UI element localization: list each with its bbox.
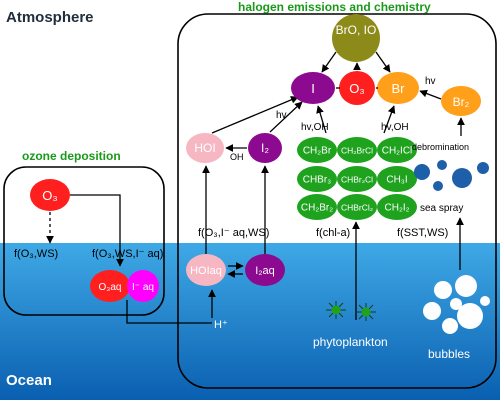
f-sst-ws-label: f(SST,WS) (397, 227, 448, 239)
hoi-to-i-arrow (211, 96, 299, 134)
sea-spray-droplet (433, 181, 443, 191)
br-node (377, 72, 419, 104)
halocarbon-label: CH₂I₂ (385, 203, 410, 214)
halocarbon-node (377, 137, 417, 163)
bro-io-node (332, 14, 380, 62)
i-label: I (311, 81, 315, 96)
halocarbon-to-br-arrow (383, 105, 396, 134)
bubbles-label: bubbles (428, 347, 470, 361)
o3-aq-node (90, 270, 130, 302)
sea-spray-label: sea spray (420, 203, 463, 214)
sea-spray-droplet (437, 160, 447, 170)
halocarbon-node (337, 194, 377, 220)
bubble (457, 303, 483, 329)
hv-label-bromine: hv (425, 76, 436, 87)
halocarbon-node (337, 166, 377, 192)
bubble (423, 302, 441, 320)
i2-node (248, 133, 282, 163)
halocarbon-node (377, 194, 417, 220)
atmosphere-label: Atmosphere (6, 9, 94, 26)
f-o3-ws-label: f(O₃,WS) (14, 248, 58, 260)
halocarbon-label: CH₂Br₂ (301, 203, 333, 214)
halocarbon-label: CHBrCl₂ (341, 203, 373, 213)
halocarbon-node (337, 137, 377, 163)
oh-label: OH (230, 152, 244, 162)
i-aq-label: I⁻ aq (132, 282, 154, 293)
i2-to-i-arrow (269, 101, 303, 133)
bubble (455, 275, 477, 297)
hoi-label: HOI (194, 141, 215, 155)
halocarbon-node (297, 166, 337, 192)
halocarbon-label: CH₂BrCl (341, 146, 373, 156)
reaction-to-hplus-line (126, 300, 212, 324)
halocarbon-label: CHBr₃ (303, 175, 332, 186)
halocarbon-label: CH₃I (386, 175, 407, 186)
halocarbon-label: CH₂Br (303, 146, 332, 157)
i-node (291, 72, 335, 104)
br-label: Br (392, 81, 406, 96)
ozone-deposition-box (3, 166, 165, 316)
hoi-aq-label: HOIaq (190, 265, 222, 277)
bro-to-i-arrow (321, 51, 337, 73)
o3-label: O₃ (349, 81, 364, 96)
o3-aq-label: O₃aq (99, 282, 122, 293)
hv-label-iodine: hv (276, 110, 287, 121)
halocarbon-node (297, 194, 337, 220)
bubble (442, 318, 458, 334)
ozone-deposition-title: ozone deposition (22, 149, 121, 163)
bro-io-label: BrO, IO (336, 23, 377, 37)
debromination-label: debromination (412, 142, 469, 152)
halocarbon-label: CHBr₂Cl (341, 175, 373, 185)
hv-oh-label-right: hv,OH (381, 122, 409, 133)
phytoplankton-icon (326, 301, 376, 321)
f-o3-ws-i-label: f(O₃,WS,I⁻ aq) (92, 248, 163, 260)
halocarbon-node (297, 137, 337, 163)
ocean-label: Ocean (6, 372, 52, 389)
br2-to-br-arrow (419, 89, 442, 100)
i2-label: I₂ (261, 141, 269, 155)
br2-node (441, 86, 481, 116)
o3-reactive-deposition-arrow (70, 194, 124, 267)
halocarbon-node (377, 166, 417, 192)
halogen-box (177, 13, 497, 389)
sea-spray-droplet (414, 164, 430, 180)
phytoplankton-label: phytoplankton (313, 335, 388, 349)
o3-air-label: O₃ (42, 188, 57, 203)
f-o3-iaq-ws-label: f(O₃,I⁻ aq,WS) (198, 227, 269, 239)
sea-spray-droplet (452, 168, 472, 188)
bro-to-br-arrow (375, 51, 391, 73)
hv-oh-label-left: hv,OH (301, 122, 329, 133)
halogen-title: halogen emissions and chemistry (238, 0, 431, 14)
halocarbon-to-i-arrow (316, 105, 327, 134)
bubble (434, 281, 452, 299)
i2-aq-label: I₂aq (255, 265, 275, 277)
hoi-aq-node (186, 254, 226, 286)
i-aq-node (127, 270, 159, 302)
halocarbon-label: CH₂ICl (382, 146, 413, 157)
h-plus-label: H⁺ (214, 319, 228, 331)
i2-aq-node (245, 254, 285, 286)
sea-spray-droplet (477, 162, 489, 174)
o3-air-node (30, 179, 70, 211)
f-chl-label: f(chl-a) (316, 227, 350, 239)
hoi-node (186, 133, 224, 163)
bubble (480, 296, 490, 306)
bubble (450, 298, 462, 310)
br2-label: Br₂ (453, 95, 470, 109)
o3-node (339, 71, 375, 105)
